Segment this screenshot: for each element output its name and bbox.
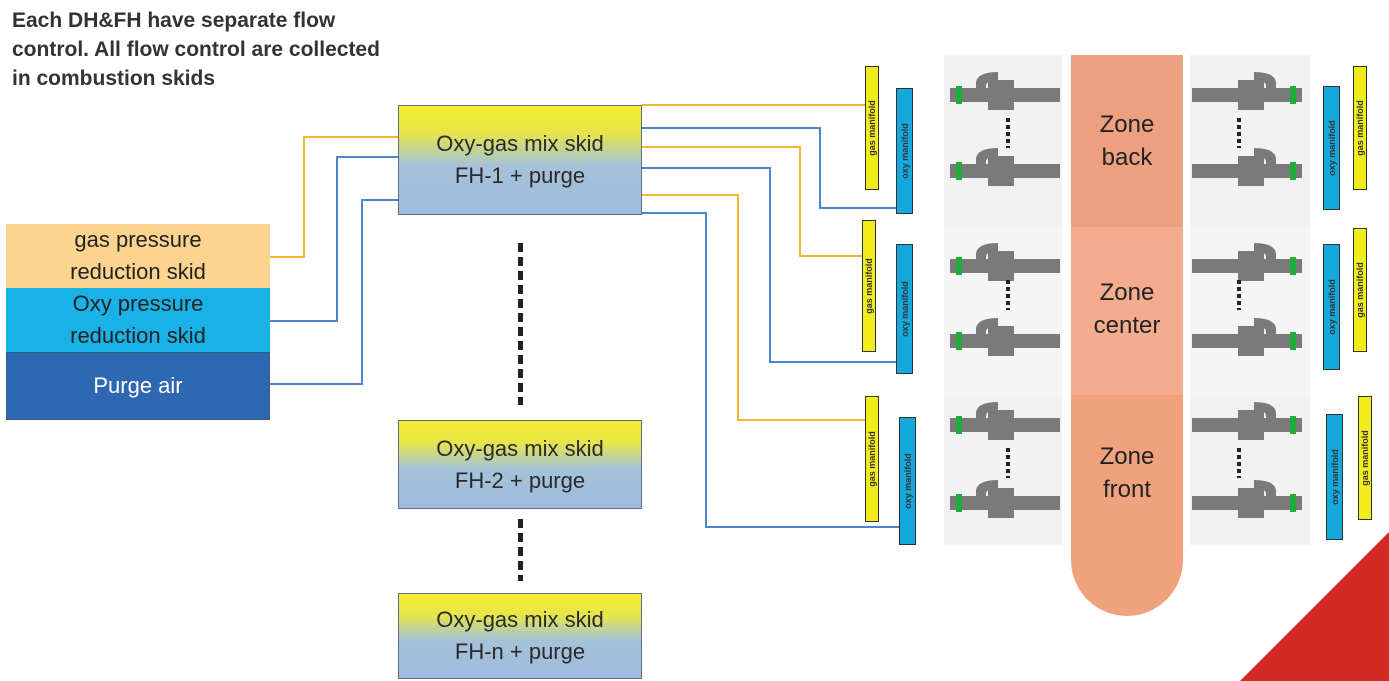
- heading-line-2: control. All flow control are collected: [12, 38, 380, 61]
- diagram-heading: Each DH&FH have separate flow control. A…: [12, 6, 452, 93]
- ellipsis-dots-icon: [1237, 280, 1241, 310]
- burner-icon: [1192, 480, 1302, 518]
- mix-skid-fh-1: Oxy-gas mix skid FH-1 + purge: [398, 105, 642, 215]
- burner-icon: [950, 480, 1060, 518]
- gas-manifold-front-left: gas manifold: [865, 396, 879, 522]
- gas-line-center: [642, 146, 862, 257]
- ellipsis-dots-icon: [1006, 448, 1010, 478]
- gas-manifold-front-right: gas manifold: [1358, 396, 1372, 520]
- distribution-lines: [642, 104, 900, 528]
- ellipsis-dots-icon: [1006, 118, 1010, 148]
- oxy-manifold-front-right: oxy manifold: [1326, 414, 1343, 540]
- burner-icon: [950, 318, 1060, 356]
- burners-left: [950, 72, 1060, 518]
- burner-icon: [1192, 318, 1302, 356]
- heading-line-3: in combustion skids: [12, 67, 216, 90]
- burner-icon: [950, 402, 1060, 440]
- mix-skid-sub: FH-n + purge: [454, 639, 586, 664]
- oxy-line-front: [642, 212, 900, 528]
- corner-accent: [1240, 532, 1389, 681]
- burner-icon: [1192, 243, 1302, 281]
- purge-air-box: Purge air: [6, 352, 270, 420]
- purge-supply-line: [270, 199, 398, 385]
- oxy-manifold-center-right: oxy manifold: [1323, 244, 1340, 370]
- mix-skid-fh-n: Oxy-gas mix skid FH-n + purge: [398, 593, 642, 679]
- gas-skid-line-2: reduction skid: [70, 259, 206, 284]
- mix-skid-title: Oxy-gas mix skid: [436, 607, 604, 632]
- burners-right: [1192, 72, 1302, 518]
- ellipsis-dots-icon: [518, 519, 523, 581]
- oxy-skid-line-2: reduction skid: [70, 323, 206, 348]
- oxy-line-back: [642, 127, 897, 209]
- oxy-manifold-back-left: oxy manifold: [896, 88, 913, 214]
- ellipsis-dots-icon: [518, 243, 523, 405]
- oxy-pressure-reduction-skid: Oxy pressure reduction skid: [6, 288, 270, 352]
- zone-front-label: Zone front: [1099, 443, 1155, 503]
- purge-air-label: Purge air: [93, 373, 183, 398]
- oxy-manifold-center-left: oxy manifold: [896, 244, 913, 374]
- supply-lines: [270, 136, 398, 385]
- oxy-manifold-front-left: oxy manifold: [899, 417, 916, 545]
- burner-icon: [950, 148, 1060, 186]
- burner-icon: [1192, 148, 1302, 186]
- gas-pressure-reduction-skid: gas pressure reduction skid: [6, 224, 270, 288]
- ellipsis-dots-icon: [1237, 118, 1241, 148]
- gas-manifold-center-left: gas manifold: [862, 220, 876, 352]
- oxy-manifold-back-right: oxy manifold: [1323, 86, 1340, 210]
- mix-skid-sub: FH-2 + purge: [454, 467, 586, 493]
- mix-skid-title: Oxy-gas mix skid: [436, 435, 604, 461]
- gas-skid-line-1: gas pressure: [74, 227, 202, 252]
- mix-skid-fh-2: Oxy-gas mix skid FH-2 + purge: [398, 420, 642, 509]
- mix-skid-title: Oxy-gas mix skid: [436, 131, 604, 156]
- burner-icon: [950, 72, 1060, 110]
- oxy-supply-line: [270, 156, 398, 322]
- heading-line-1: Each DH&FH have separate flow: [12, 9, 336, 32]
- ellipsis-dots-icon: [1006, 280, 1010, 310]
- gas-manifold-center-right: gas manifold: [1353, 228, 1367, 352]
- ellipsis-dots-icon: [1237, 448, 1241, 478]
- gas-supply-line: [270, 136, 398, 258]
- zone-back-label: Zone back: [1099, 111, 1155, 171]
- gas-line-front: [642, 194, 865, 421]
- zone-center-label: Zone center: [1093, 279, 1161, 339]
- burner-icon: [1192, 72, 1302, 110]
- burner-icon: [950, 243, 1060, 281]
- gas-manifold-back-right: gas manifold: [1353, 66, 1367, 190]
- oxy-skid-line-1: Oxy pressure: [72, 291, 204, 316]
- gas-manifold-back-left: gas manifold: [865, 66, 879, 190]
- furnace: [1071, 55, 1183, 616]
- oxy-line-center: [642, 167, 897, 363]
- mix-skid-sub: FH-1 + purge: [454, 163, 586, 188]
- burner-icon: [1192, 402, 1302, 440]
